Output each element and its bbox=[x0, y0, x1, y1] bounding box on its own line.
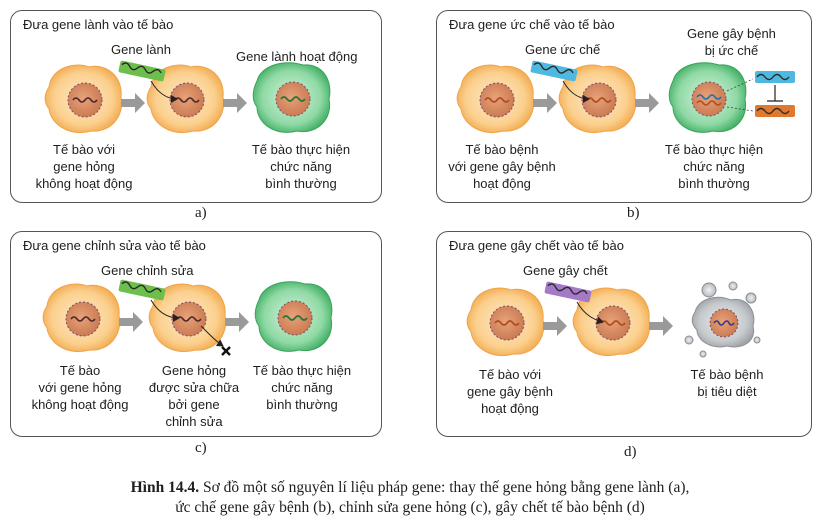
cell-destroyed bbox=[684, 281, 761, 358]
panel-b-letter: b) bbox=[627, 205, 640, 221]
cell-broken-gene bbox=[42, 283, 121, 352]
cell-healthy-function bbox=[254, 281, 333, 352]
panel-a: Đưa gene lành vào tế bào Gene lành Gene … bbox=[10, 10, 382, 203]
panel-b-title: Đưa gene ức chế vào tế bào bbox=[449, 17, 615, 32]
panel-b: Đưa gene ức chế vào tế bào bbox=[436, 10, 812, 203]
panel-b-illustration bbox=[456, 60, 795, 133]
panel-a-title: Đưa gene lành vào tế bào bbox=[23, 17, 174, 32]
inhibition-inset bbox=[726, 71, 795, 117]
arrow-right bbox=[223, 93, 247, 113]
panel-c-title: Đưa gene chỉnh sửa vào tế bào bbox=[23, 238, 206, 253]
panel-d-illustration bbox=[466, 281, 761, 358]
panel-d-letter: d) bbox=[624, 444, 637, 460]
gene-label: Gene chỉnh sửa bbox=[101, 263, 194, 278]
panel-d-title: Đưa gene gây chết vào tế bào bbox=[449, 238, 624, 253]
panel-c: Đưa gene chỉnh sửa vào tế bào Gene chỉnh… bbox=[10, 231, 382, 437]
healthy-gene-vector bbox=[118, 60, 178, 103]
gene-label: Gene ức chế bbox=[525, 42, 601, 57]
arrow-right bbox=[225, 312, 249, 332]
arrow-right bbox=[119, 312, 143, 332]
figure-number: Hình 14.4. bbox=[130, 479, 200, 496]
lethal-gene-vector bbox=[544, 281, 604, 325]
cell-receiving-gene bbox=[572, 287, 651, 356]
caption-line2: ức chế gene gây bệnh (b), chỉnh sửa gene… bbox=[175, 499, 645, 516]
panel-a-letter: a) bbox=[195, 205, 207, 221]
editing-gene-vector bbox=[118, 279, 180, 322]
inhibitor-gene-vector bbox=[530, 60, 590, 103]
arrow-right bbox=[121, 93, 145, 113]
panel-c-illustration bbox=[42, 279, 333, 356]
arrow-right bbox=[649, 316, 673, 336]
cell-receiving-gene bbox=[558, 64, 637, 133]
cell-disease-gene bbox=[456, 64, 535, 133]
cell-disease-gene bbox=[466, 287, 545, 356]
panel-d: Đưa gene gây chết vào tế bào bbox=[436, 231, 812, 437]
cell-broken-gene bbox=[44, 64, 123, 133]
arrow-right bbox=[635, 93, 659, 113]
gene-label: Gene lành bbox=[111, 42, 171, 57]
figure-caption: Hình 14.4. Sơ đồ một số nguyên lí liệu p… bbox=[0, 478, 820, 518]
cell-healthy-function bbox=[668, 62, 747, 133]
cell-healthy-function bbox=[252, 62, 331, 133]
cell-receiving-gene bbox=[146, 64, 225, 133]
panel-c-letter: c) bbox=[195, 440, 207, 456]
cell-being-repaired bbox=[148, 283, 231, 356]
result-label: Gene lành hoạt động bbox=[236, 49, 358, 64]
caption-line1: Sơ đồ một số nguyên lí liệu pháp gene: t… bbox=[202, 479, 690, 496]
arrow-right bbox=[543, 316, 567, 336]
gene-label: Gene gây chết bbox=[523, 263, 608, 278]
arrow-right bbox=[533, 93, 557, 113]
panel-a-illustration bbox=[44, 60, 331, 133]
